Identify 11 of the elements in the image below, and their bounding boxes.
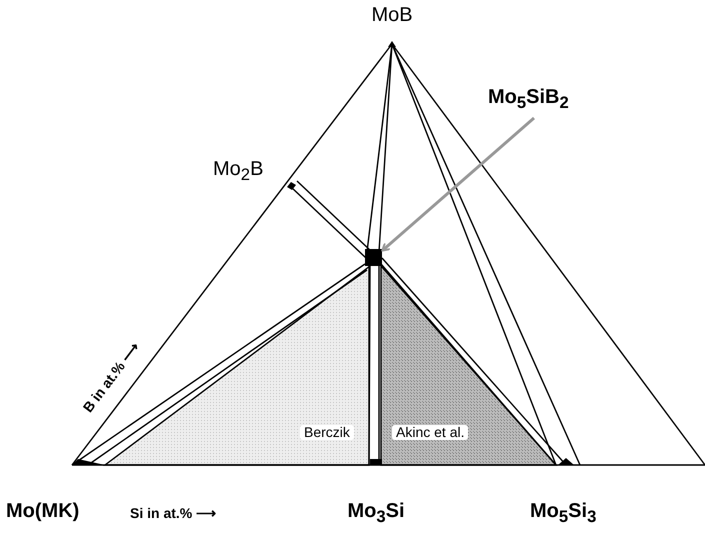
phase-label: Mo$_{3}$Si (347, 500, 405, 526)
phase-label: Mo$_{2}$B (213, 158, 264, 184)
arrow (381, 116, 535, 252)
phase-point-square (365, 249, 382, 266)
phase-label: Mo$_{5}$SiB$_{2}$ (488, 86, 569, 112)
phase-label: Mo$_{5}$Si$_{3}$ (530, 500, 596, 526)
phase-label: MoB (371, 4, 413, 26)
region-label: Akinc et al. (392, 425, 468, 440)
axis-title: Si in at.% ⟶ (130, 506, 216, 522)
phase-label: Mo(MK) (6, 500, 80, 522)
region-label: Berczik (300, 425, 354, 440)
